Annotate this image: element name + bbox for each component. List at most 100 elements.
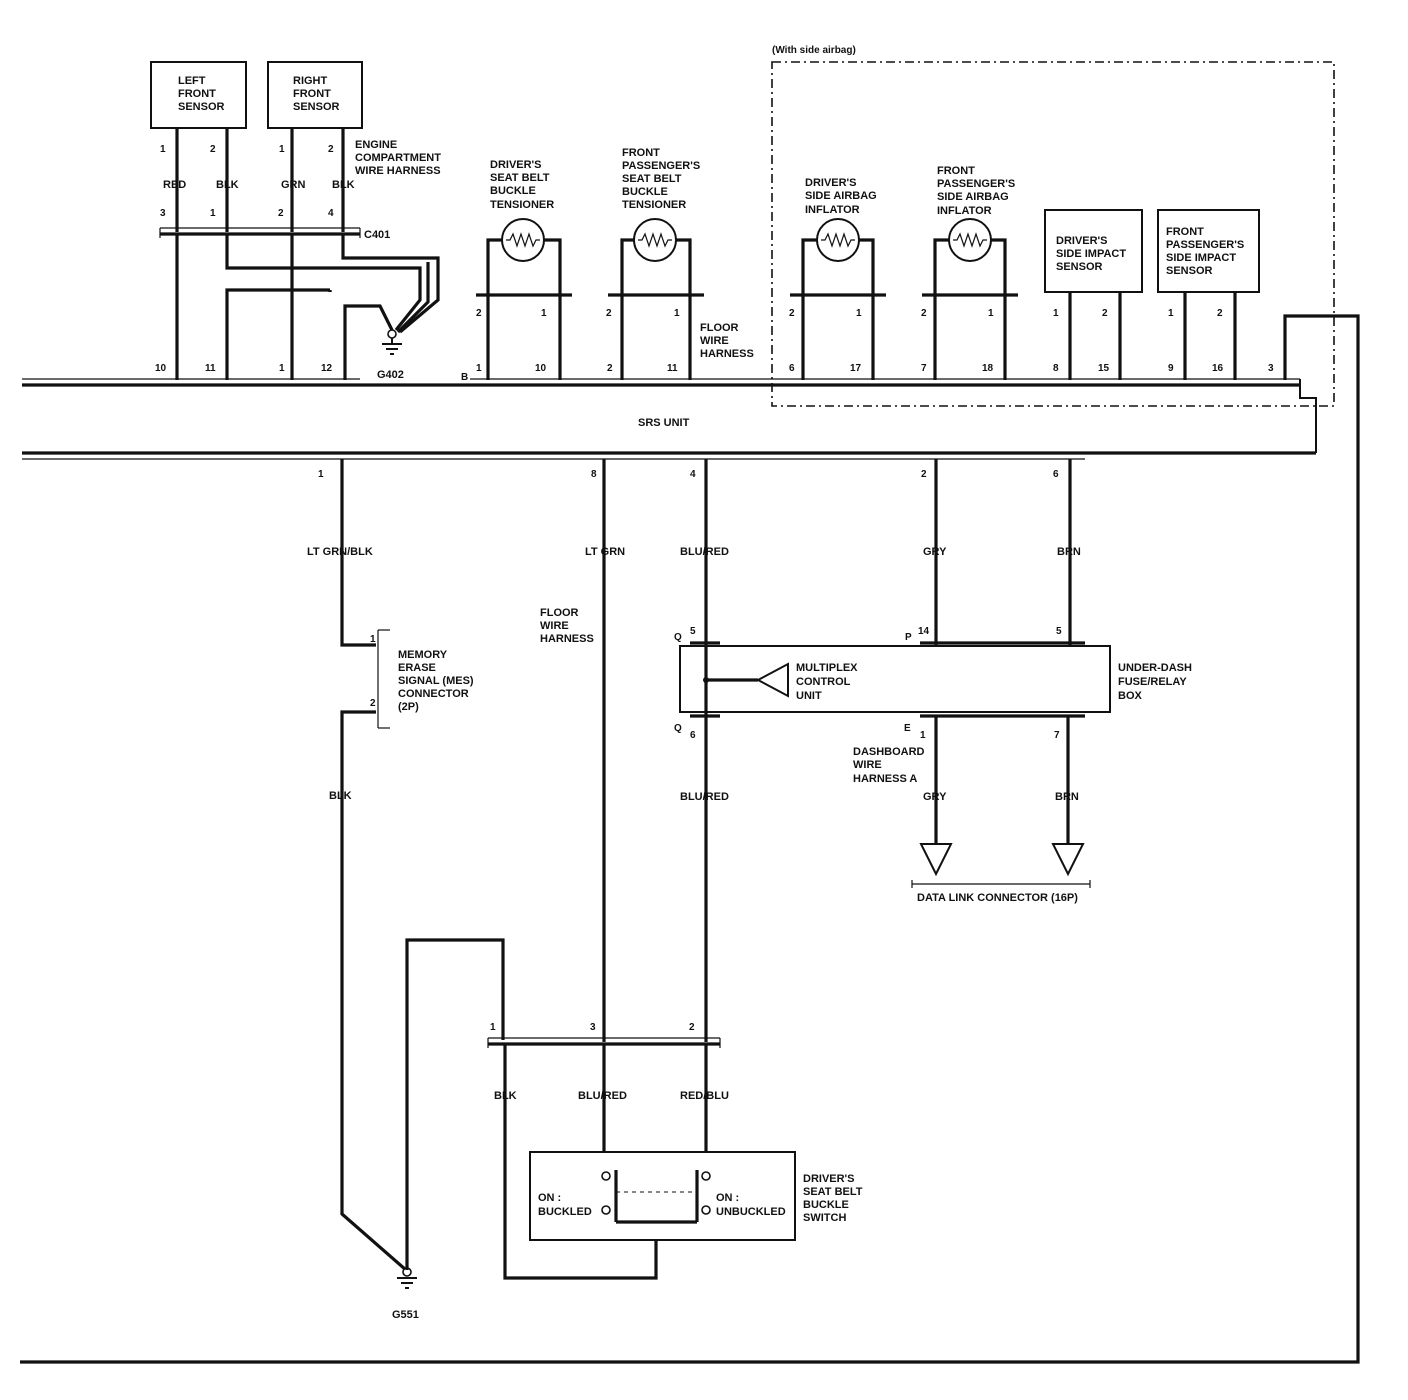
pin-label: 1 [279, 363, 285, 374]
arrow-down-icon [919, 843, 953, 877]
pin-label: 3 [1268, 363, 1274, 374]
passenger-inflator-label-1: FRONT [937, 165, 975, 177]
on-buckled-label-2: BUCKLED [538, 1206, 592, 1218]
floor-harness-mid-label-2: WIRE [540, 620, 569, 632]
mes-label-2: ERASE [398, 662, 436, 674]
pin-label: 1 [856, 308, 862, 319]
driver-inflator-label-1: DRIVER'S [805, 177, 857, 189]
engine-harness-label-2: COMPARTMENT [355, 152, 441, 164]
g551-ground-symbol: G551 [392, 1267, 419, 1321]
passenger-side-airbag-inflator: FRONT PASSENGER'S SIDE AIRBAG INFLATOR 2… [921, 165, 1018, 380]
side-airbag-region: (With side airbag) [771, 45, 1335, 407]
wire-color-label: RED [163, 179, 186, 191]
pin-label: 8 [591, 469, 597, 480]
driver-tensioner-label-4: TENSIONER [490, 199, 554, 211]
wire-color-label: LT GRN/BLK [307, 546, 373, 558]
wire-color-label: RED/BLU [680, 1090, 729, 1102]
pin-label: 17 [850, 363, 862, 374]
passenger-side-sensor-label-4: SENSOR [1166, 265, 1213, 277]
passenger-tensioner-label-5: TENSIONER [622, 199, 686, 211]
pin-label: 2 [370, 698, 376, 709]
pin-label: 6 [1053, 469, 1059, 480]
pin-label: 10 [155, 363, 167, 374]
pin-label: 11 [205, 363, 216, 374]
g402-label: G402 [377, 369, 404, 381]
pin-label: 4 [328, 208, 334, 219]
wire-color-label: BRN [1057, 546, 1081, 558]
c401-label: C401 [364, 229, 390, 241]
engine-harness-label-3: WIRE HARNESS [355, 165, 441, 177]
driver-side-sensor-label-3: SENSOR [1056, 261, 1103, 273]
pin-label: 1 [210, 208, 216, 219]
passenger-tensioner-label-3: SEAT BELT [622, 173, 682, 185]
mes-label-3: SIGNAL (MES) [398, 675, 474, 687]
pin-label: 10 [535, 363, 547, 374]
multiplex-label-2: CONTROL [796, 676, 851, 688]
pin-label: 5 [1056, 626, 1062, 637]
pin-label: 1 [541, 308, 547, 319]
pin-label: 2 [1217, 308, 1223, 319]
c401-connector: C401 [159, 227, 390, 241]
driver-side-sensor-label-1: DRIVER'S [1056, 235, 1108, 247]
mes-connector: 1 2 MEMORY ERASE SIGNAL (MES) CONNECTOR … [370, 629, 474, 729]
fuse-box-label-3: BOX [1118, 690, 1143, 702]
left-front-sensor: LEFT FRONT SENSOR [150, 61, 247, 129]
driver-side-sensor-label-2: SIDE IMPACT [1056, 248, 1126, 260]
driver-tensioner-label-2: SEAT BELT [490, 172, 550, 184]
pin-label: 2 [607, 363, 613, 374]
passenger-side-sensor-label-2: PASSENGER'S [1166, 239, 1244, 251]
wire-color-label: BLU/RED [680, 546, 729, 558]
driver-side-impact-sensor: DRIVER'S SIDE IMPACT SENSOR 1 2 [1044, 209, 1143, 380]
pin-label: 11 [667, 363, 678, 374]
wire-color-label: BLK [494, 1090, 517, 1102]
multiplex-control-unit: MULTIPLEX CONTROL UNIT [703, 643, 858, 716]
g551-label: G551 [392, 1309, 419, 1321]
pin-label: 9 [1168, 363, 1174, 374]
driver-tensioner-label-1: DRIVER'S [490, 159, 542, 171]
connector-e-label: E [904, 723, 911, 734]
pin-label: 1 [674, 308, 680, 319]
fuse-box-label-1: UNDER-DASH [1118, 662, 1192, 674]
floor-harness-label-1: FLOOR [700, 322, 739, 334]
pin-label: 12 [321, 363, 333, 374]
wire-color-label: LT GRN [585, 546, 625, 558]
resistor-icon [506, 232, 540, 248]
pin-label: 14 [918, 626, 930, 637]
wire-color-label: GRY [923, 546, 947, 558]
multiplex-label-1: MULTIPLEX [796, 662, 858, 674]
pin-label: 6 [690, 730, 696, 741]
dlc-label: DATA LINK CONNECTOR (16P) [917, 892, 1078, 904]
passenger-inflator-label-4: INFLATOR [937, 205, 992, 217]
data-link-connector: DATA LINK CONNECTOR (16P) [911, 843, 1091, 904]
side-airbag-note: (With side airbag) [772, 45, 856, 56]
fuse-box-label-2: FUSE/RELAY [1118, 676, 1187, 688]
passenger-seat-belt-tensioner: FRONT PASSENGER'S SEAT BELT BUCKLE TENSI… [606, 147, 704, 380]
pin-label: 1 [160, 144, 166, 155]
dashboard-harness-label-1: DASHBOARD [853, 746, 925, 758]
dashboard-harness-label-2: WIRE [853, 759, 882, 771]
driver-inflator-label-3: INFLATOR [805, 204, 860, 216]
pin-label: 1 [318, 469, 324, 480]
pin-label: 2 [278, 208, 284, 219]
pin-label: 8 [1053, 363, 1059, 374]
passenger-side-sensor-label-1: FRONT [1166, 226, 1204, 238]
pin-label: 4 [690, 469, 696, 480]
on-unbuckled-label-2: UNBUCKLED [716, 1206, 786, 1218]
driver-inflator-label-2: SIDE AIRBAG [805, 190, 877, 202]
wire-color-label: BLK [216, 179, 239, 191]
passenger-tensioner-label-2: PASSENGER'S [622, 160, 700, 172]
dashboard-harness-label-3: HARNESS A [853, 773, 917, 785]
wire-color-label: BLU/RED [680, 791, 729, 803]
srs-unit: SRS UNIT [22, 378, 1317, 460]
multiplex-label-3: UNIT [796, 690, 822, 702]
floor-harness-label-3: HARNESS [700, 348, 754, 360]
pin-label: 2 [210, 144, 216, 155]
driver-seat-belt-buckle-switch: ON : BUCKLED ON : UNBUCKLED DRIVER'S SEA… [529, 1151, 863, 1241]
floor-harness-mid-label-1: FLOOR [540, 607, 579, 619]
left-front-sensor-label-2: FRONT [178, 88, 216, 100]
pin-label: 2 [328, 144, 334, 155]
pin-label: 1 [476, 363, 482, 374]
driver-tensioner-label-3: BUCKLE [490, 185, 536, 197]
connector-q-label: Q [674, 632, 682, 643]
